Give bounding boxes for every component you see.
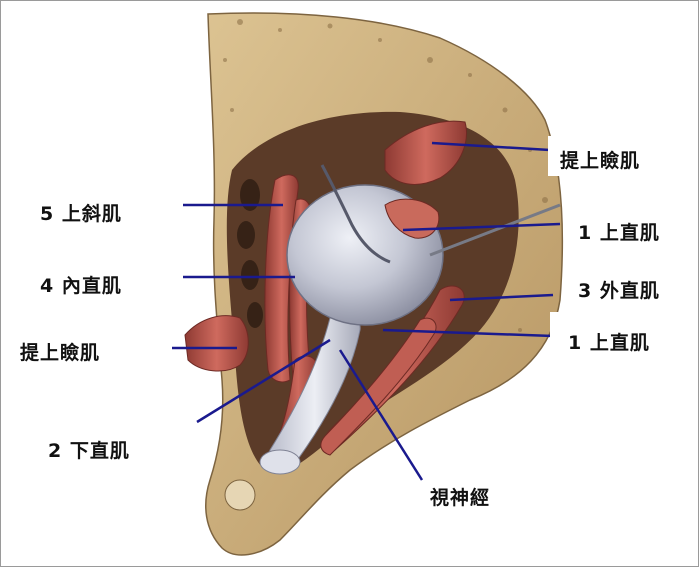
label-levator-left: 提上瞼肌	[20, 344, 100, 363]
label-superior-oblique: 5 上斜肌	[40, 205, 122, 224]
label-optic-nerve: 視神經	[430, 489, 490, 508]
label-medial-rectus: 4 內直肌	[40, 277, 122, 296]
zygomatic-process	[225, 480, 255, 510]
label-superior-rectus-b: 1 上直肌	[568, 334, 650, 353]
label-levator-top: 提上瞼肌	[560, 152, 640, 171]
levator-muscle-left	[185, 316, 248, 371]
label-superior-rectus-a: 1 上直肌	[578, 224, 660, 243]
label-inferior-rectus: 2 下直肌	[48, 442, 130, 461]
label-lateral-rectus: 3 外直肌	[578, 282, 660, 301]
optic-canal	[260, 450, 300, 474]
